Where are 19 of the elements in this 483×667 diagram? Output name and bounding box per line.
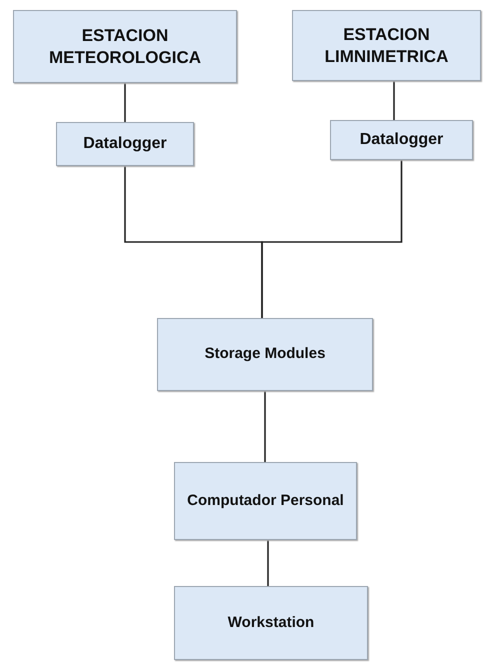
box-label: Storage Modules bbox=[204, 345, 326, 364]
connector-line bbox=[267, 540, 269, 586]
box-label: ESTACION LIMNIMETRICA bbox=[324, 24, 450, 67]
process-box bbox=[174, 462, 357, 540]
connector-line bbox=[264, 391, 266, 462]
box-label: Computador Personal bbox=[187, 492, 344, 510]
process-box bbox=[13, 10, 237, 83]
connector-line bbox=[124, 83, 126, 122]
process-box bbox=[157, 318, 373, 391]
box-label: Datalogger bbox=[83, 134, 167, 154]
process-box bbox=[330, 120, 473, 160]
box-label: Workstation bbox=[228, 614, 314, 632]
connector-line bbox=[261, 160, 402, 318]
connector-line bbox=[393, 81, 395, 120]
box-label: Datalogger bbox=[360, 130, 444, 150]
process-box bbox=[292, 10, 481, 81]
process-box bbox=[56, 122, 194, 166]
process-box bbox=[174, 586, 368, 660]
box-label: ESTACION METEOROLOGICA bbox=[48, 25, 202, 68]
